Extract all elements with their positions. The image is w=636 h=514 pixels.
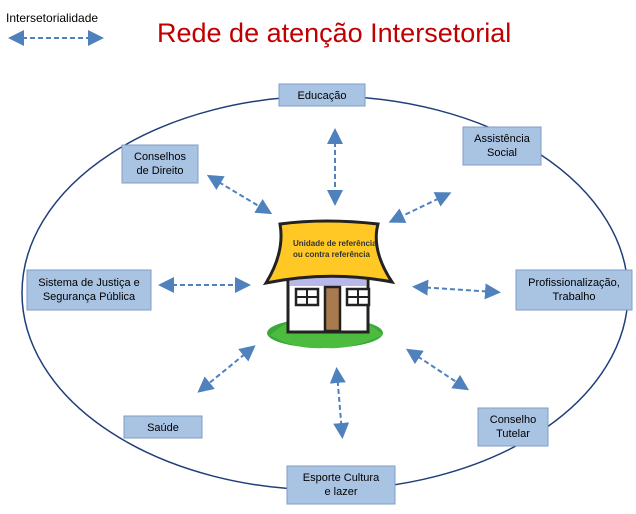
node-label: Assistência — [474, 133, 531, 145]
node-label: Esporte Cultura — [303, 472, 380, 484]
node-conselho-tutelar: Conselho Tutelar — [477, 407, 549, 447]
legend-label: Intersetorialidade — [6, 11, 98, 25]
arrow-assistencia — [388, 192, 452, 223]
arrow-saude — [197, 345, 256, 393]
center-label-line2: ou contra referência — [293, 250, 370, 259]
connection-arrows — [158, 128, 501, 439]
node-label: Social — [487, 147, 517, 159]
node-educacao: Educação — [278, 83, 366, 107]
arrow-conselhos — [206, 174, 273, 215]
house-icon: Unidade de referência ou contra referênc… — [262, 219, 396, 349]
node-assistencia-social: Assistência Social — [462, 126, 542, 166]
node-label: Conselho — [490, 414, 536, 426]
node-label: Tutelar — [496, 428, 530, 440]
node-label: Profissionalização, — [528, 277, 620, 289]
node-esporte-cultura-lazer: Esporte Cultura e lazer — [286, 465, 396, 505]
node-label: e lazer — [324, 486, 357, 498]
node-label: de Direito — [136, 165, 183, 177]
node-label: Trabalho — [552, 291, 595, 303]
node-label: Sistema de Justiça e — [38, 277, 140, 289]
arrow-esporte — [329, 367, 350, 439]
center-label-line1: Unidade de referência — [293, 239, 377, 248]
node-label: Conselhos — [134, 151, 186, 163]
node-label: Segurança Pública — [43, 291, 136, 303]
node-sistema-de-justica: Sistema de Justiça e Segurança Pública — [26, 269, 152, 311]
page-title: Rede de atenção Intersetorial — [157, 18, 511, 48]
node-label: Educação — [298, 90, 347, 102]
node-saude: Saúde — [123, 415, 203, 439]
node-conselhos-de-direito: Conselhos de Direito — [121, 144, 199, 184]
arrow-profissionalizacao — [412, 279, 501, 300]
node-label: Saúde — [147, 422, 179, 434]
node-profissionalizacao: Profissionalização, Trabalho — [515, 269, 633, 311]
arrow-tutelar — [405, 348, 470, 391]
